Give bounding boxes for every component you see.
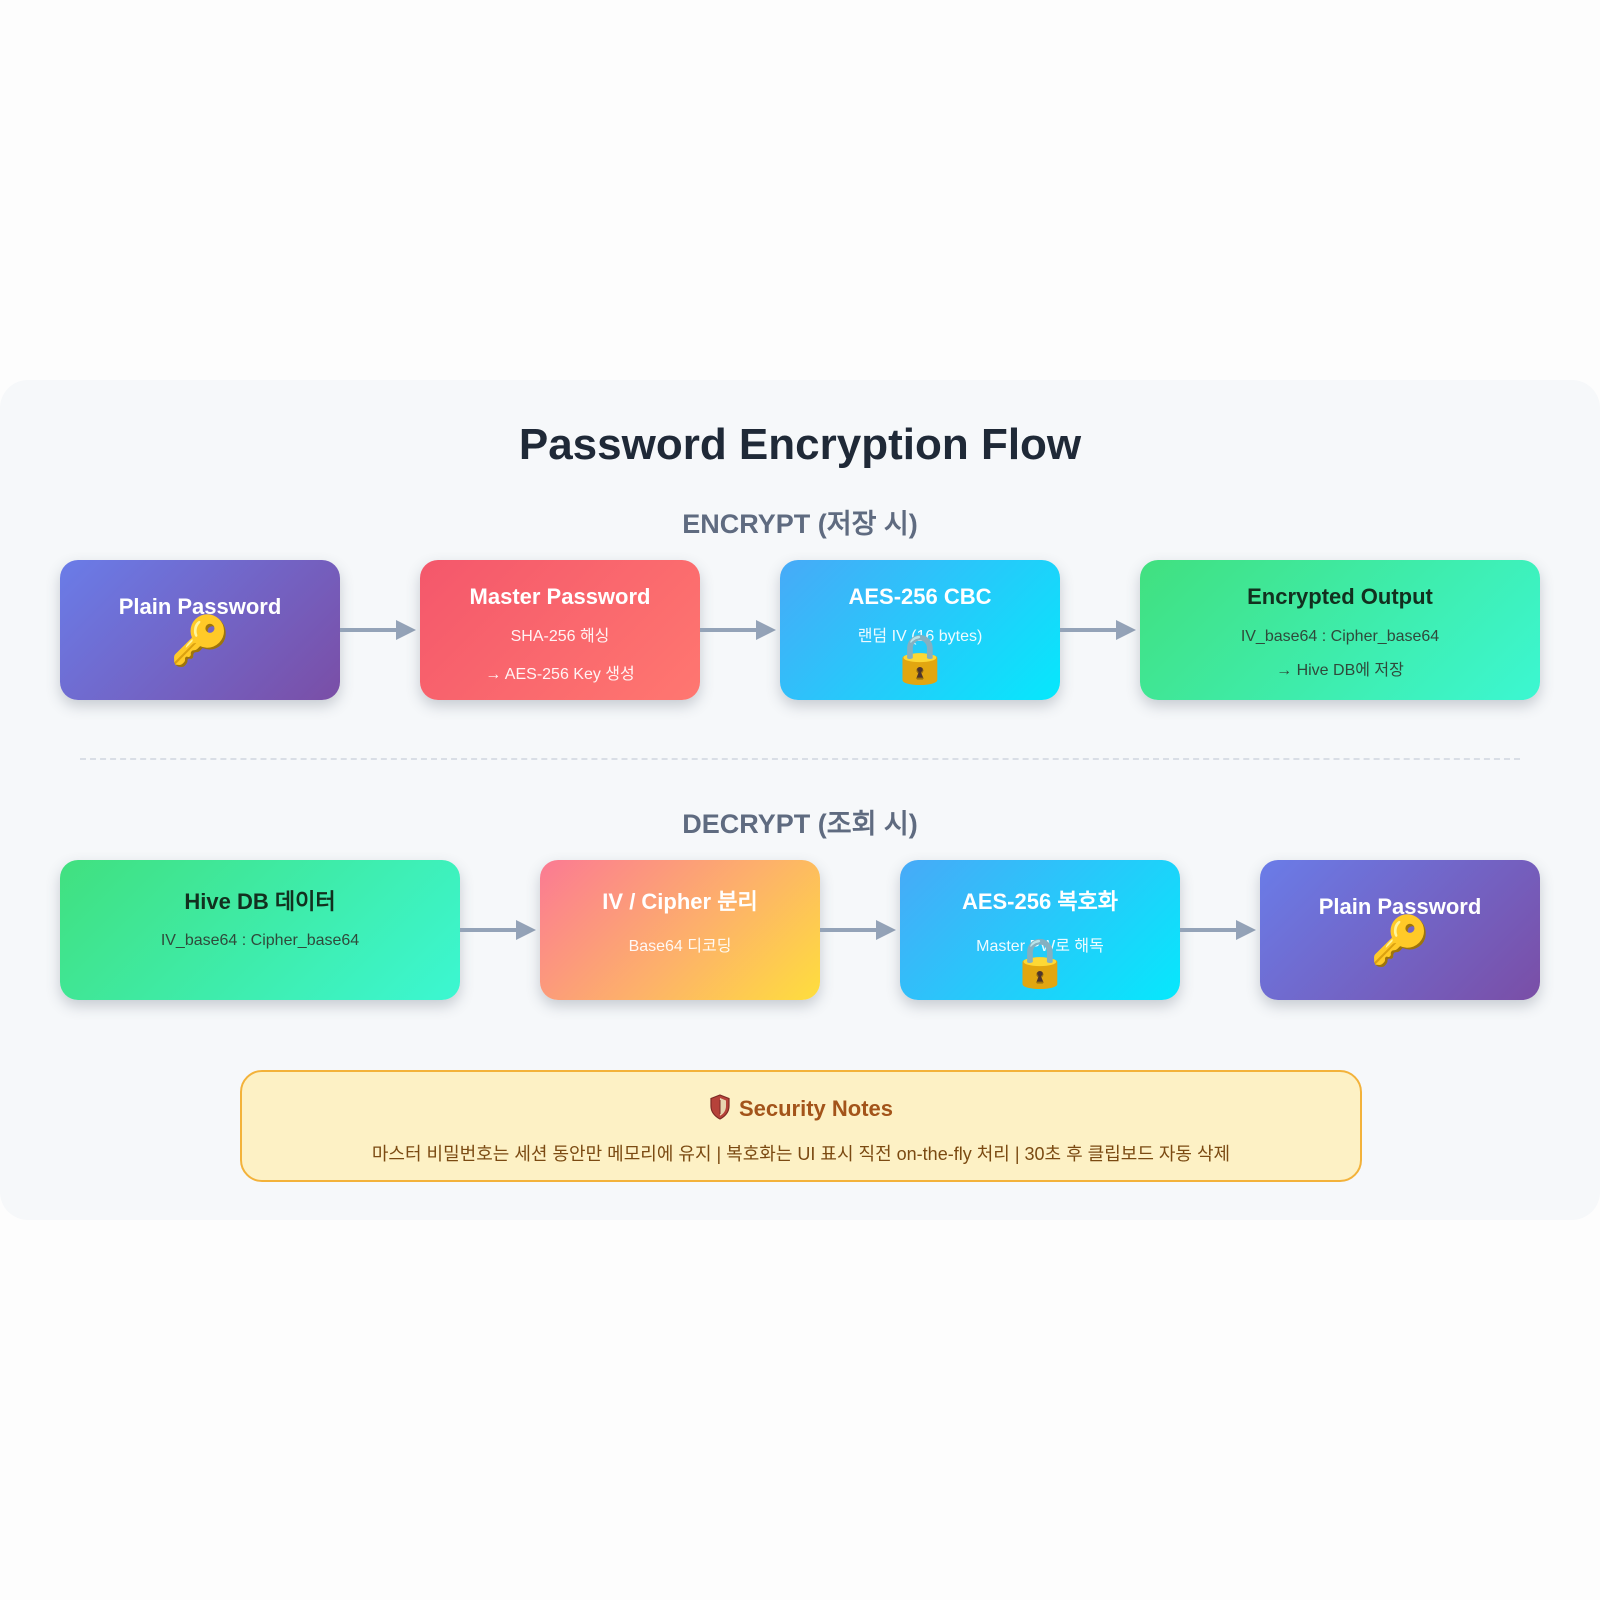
step-title: Plain Password (118, 594, 282, 619)
step-subtitle: Master PW로 해독 (976, 938, 1104, 955)
encrypt-step-master-password: Master Password SHA-256 해싱 → AES-256 Key… (420, 560, 700, 700)
step-subtitle: IV_base64 : Cipher_base64 (160, 932, 360, 949)
encrypt-step-aes-cbc: AES-256 CBC 랜덤 IV (16 bytes) 🔒 (780, 560, 1060, 700)
step-subtitle: SHA-256 해싱 (510, 628, 610, 645)
step-title: IV / Cipher 분리 (602, 889, 758, 914)
step-title: Hive DB 데이터 (184, 889, 336, 914)
decrypt-section-label: DECRYPT (조회 시) (682, 809, 918, 839)
step-title: Master Password (469, 584, 651, 609)
security-notes-body: 마스터 비밀번호는 세션 동안만 메모리에 유지 | 복호화는 UI 표시 직전… (371, 1144, 1231, 1164)
step-title: AES-256 CBC (848, 584, 992, 609)
arrow-right (1180, 920, 1256, 940)
encrypt-step-encrypted-output: Encrypted Output IV_base64 : Cipher_base… (1140, 560, 1540, 700)
lock-icon: 🔒 (1010, 937, 1070, 990)
security-notes: Security Notes 마스터 비밀번호는 세션 동안만 메모리에 유지 … (240, 1070, 1362, 1182)
encrypt-section-label: ENCRYPT (저장 시) (682, 509, 918, 539)
arrow-right (340, 620, 416, 640)
security-notes-title: Security Notes (738, 1096, 894, 1121)
step-subtitle: IV_base64 : Cipher_base64 (1240, 628, 1440, 645)
arrow-right (1060, 620, 1136, 640)
page-title: Password Encryption Flow (518, 420, 1082, 469)
decrypt-step-hive-db: Hive DB 데이터 IV_base64 : Cipher_base64 (60, 860, 460, 1000)
step-subtitle: → Hive DB에 저장 (1276, 662, 1404, 679)
encrypt-step-plain-password: Plain Password 🔑 (60, 560, 340, 700)
diagram-panel: Password Encryption Flow ENCRYPT (저장 시) … (0, 380, 1600, 1220)
lock-icon: 🔒 (890, 633, 950, 686)
step-title: Plain Password (1318, 894, 1482, 919)
decrypt-step-plain-password: Plain Password 🔑 (1260, 860, 1540, 1000)
step-subtitle: → AES-256 Key 생성 (485, 666, 635, 683)
arrow-right (820, 920, 896, 940)
section-divider (80, 758, 1520, 760)
decrypt-step-aes-decrypt: AES-256 복호화 Master PW로 해독 🔒 (900, 860, 1180, 1000)
key-icon: 🔑 (170, 615, 230, 668)
arrow-right (700, 620, 776, 640)
step-subtitle: Base64 디코딩 (628, 938, 732, 955)
step-title: Encrypted Output (1247, 584, 1433, 609)
decrypt-step-split: IV / Cipher 분리 Base64 디코딩 (540, 860, 820, 1000)
shield-icon (709, 1094, 731, 1126)
step-title: AES-256 복호화 (961, 889, 1119, 914)
arrow-right (460, 920, 536, 940)
step-subtitle: 랜덤 IV (16 bytes) (857, 628, 983, 645)
key-icon: 🔑 (1370, 915, 1430, 968)
